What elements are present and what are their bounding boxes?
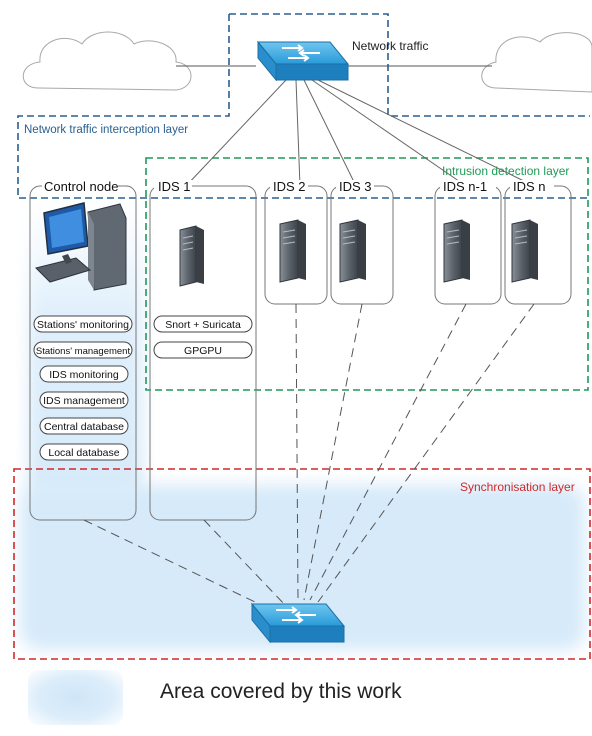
svg-text:GPGPU: GPGPU (184, 345, 222, 357)
ids-2-label: IDS 2 (273, 179, 306, 194)
svg-text:IDS monitoring: IDS monitoring (49, 369, 119, 381)
control-node-label: Control node (44, 179, 118, 194)
ids-1-items: Snort + Suricata GPGPU (153, 315, 253, 359)
server-icon-ids-3 (339, 219, 366, 283)
synchronisation-layer-border (13, 468, 591, 660)
detection-layer-border (145, 157, 589, 391)
ids-uplinks (185, 79, 535, 187)
interception-layer-border (17, 13, 590, 199)
cloud-icon-left (22, 31, 192, 91)
list-item: IDS monitoring (39, 365, 129, 383)
ids-n-label: IDS n (513, 179, 546, 194)
server-icon-ids-1 (179, 225, 204, 287)
detection-layer-label: Intrusion detection layer (442, 164, 569, 178)
covered-area-legend-swatch (28, 670, 123, 725)
svg-text:Snort + Suricata: Snort + Suricata (165, 319, 241, 331)
svg-text:Stations' monitoring: Stations' monitoring (37, 319, 129, 331)
network-switch-icon-bottom (250, 602, 346, 644)
network-switch-icon-top (256, 40, 350, 82)
list-item: Stations' monitoring (33, 315, 133, 333)
server-icon-ids-2 (279, 219, 306, 283)
svg-text:Local database: Local database (48, 447, 119, 459)
control-node-items: Stations' monitoring Stations' managemen… (33, 315, 133, 461)
synchronisation-layer-label: Synchronisation layer (460, 480, 575, 494)
server-icon-ids-n-1 (443, 219, 470, 283)
list-item: Snort + Suricata (153, 315, 253, 333)
interception-layer-label: Network traffic interception layer (24, 124, 188, 136)
list-item: IDS management (39, 391, 129, 409)
computer-icon (35, 202, 127, 291)
svg-text:IDS management: IDS management (43, 395, 125, 407)
ids-1-box (149, 185, 257, 521)
ids-n-1-label: IDS n-1 (443, 179, 487, 194)
list-item: GPGPU (153, 341, 253, 359)
ids-3-label: IDS 3 (339, 179, 372, 194)
ids-1-label: IDS 1 (158, 179, 191, 194)
list-item: Central database (39, 417, 129, 435)
sync-links (83, 303, 535, 615)
server-icon-ids-n (511, 219, 538, 283)
cloud-icon-right (481, 32, 592, 93)
svg-text:Stations' management: Stations' management (36, 346, 131, 357)
network-traffic-label: Network traffic (352, 39, 428, 53)
svg-text:Central database: Central database (44, 421, 124, 433)
list-item: Local database (39, 443, 129, 461)
legend-label: Area covered by this work (160, 680, 402, 703)
list-item: Stations' management (33, 341, 133, 359)
